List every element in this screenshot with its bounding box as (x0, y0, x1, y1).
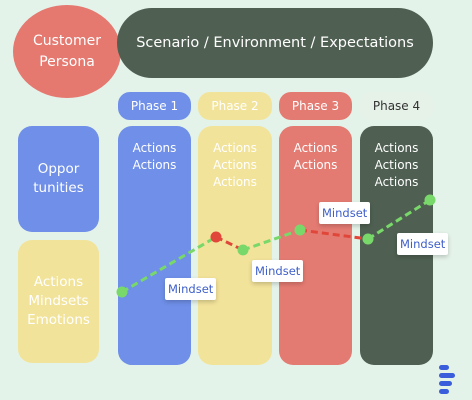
mindset-label: Mindset (252, 260, 304, 282)
phase-2-action: Actions (213, 158, 257, 172)
phase-1-label: Phase 1 (130, 99, 179, 113)
phase-2-label: Phase 2 (211, 99, 259, 113)
journey-point (424, 194, 436, 206)
opportunities-box: Oppor tunities (18, 126, 99, 232)
mindset-label: Mindset (319, 202, 371, 224)
journey-point (116, 286, 128, 298)
journey-point (237, 244, 249, 256)
journey-segment (299, 228, 369, 241)
ame-line-1: Actions (33, 274, 84, 290)
journey-point (294, 224, 306, 236)
mindset-label: Mindset (165, 278, 217, 300)
stacked-bars-logo-icon (439, 365, 455, 395)
phase-4-action: Actions (374, 158, 419, 172)
actions-mindsets-emotions-box: Actions Mindsets Emotions (18, 240, 99, 363)
phase-1-header: Phase 1 (118, 92, 191, 120)
phase-3-label: Phase 3 (291, 99, 340, 113)
journey-point (362, 233, 374, 245)
phase-3-action: Actions (293, 158, 338, 172)
opportunities-line-1: Oppor (37, 161, 80, 177)
phase-3-action: Actions (293, 141, 338, 155)
phase-4-label: Phase 4 (372, 99, 421, 113)
scenario-banner: Scenario / Environment / Expectations (117, 8, 433, 78)
journey-point (210, 231, 222, 243)
phase-3-column: Actions Actions (279, 126, 352, 365)
phase-4-header: Phase 4 (360, 92, 433, 120)
persona-line-2: Persona (39, 53, 95, 70)
phase-2-action: Actions (213, 141, 257, 155)
phase-1-column: Actions Actions (118, 126, 191, 365)
phase-4-action: Actions (374, 175, 419, 189)
customer-persona-circle: Customer Persona (13, 5, 121, 98)
ame-line-2: Mindsets (28, 293, 89, 309)
persona-line-1: Customer (32, 32, 101, 49)
phase-4-action: Actions (374, 141, 419, 155)
mindset-label: Mindset (397, 233, 449, 255)
journey-segment (242, 228, 301, 252)
phase-3-header: Phase 3 (279, 92, 352, 120)
opportunities-line-2: tunities (33, 180, 84, 196)
scenario-text: Scenario / Environment / Expectations (136, 35, 414, 51)
journey-segment (121, 235, 217, 294)
journey-segment (367, 198, 431, 241)
phase-1-action: Actions (132, 141, 177, 155)
phase-1-action: Actions (132, 158, 177, 172)
ame-line-3: Emotions (27, 312, 90, 328)
phase-2-header: Phase 2 (198, 92, 272, 120)
phase-2-action: Actions (213, 175, 257, 189)
